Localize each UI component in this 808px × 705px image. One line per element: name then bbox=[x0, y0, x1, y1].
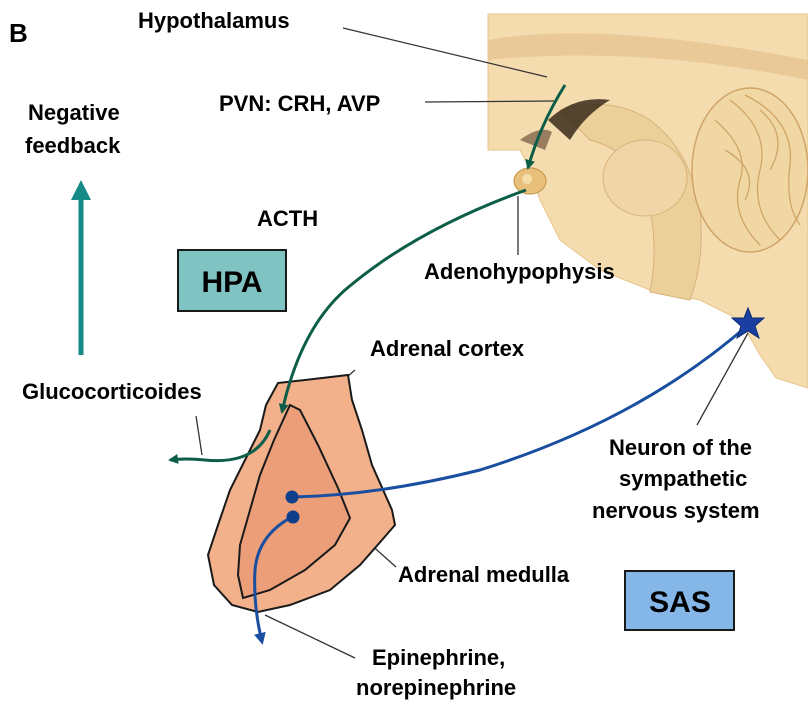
label-acth: ACTH bbox=[257, 206, 318, 231]
label-neuron-3: nervous system bbox=[592, 498, 760, 523]
label-neuron-2: sympathetic bbox=[619, 466, 747, 491]
label-adenohypophysis: Adenohypophysis bbox=[424, 259, 615, 284]
label-pvn: PVN: CRH, AVP bbox=[219, 91, 380, 116]
label-neuron-1: Neuron of the bbox=[609, 435, 752, 460]
hpa-box: HPA bbox=[178, 250, 286, 311]
sympathetic-synapse-1 bbox=[286, 491, 299, 504]
sympathetic-synapse-2 bbox=[287, 511, 300, 524]
label-hypothalamus: Hypothalamus bbox=[138, 8, 290, 33]
brain-illustration bbox=[488, 14, 808, 388]
label-negative-feedback-2: feedback bbox=[25, 133, 121, 158]
label-epinephrine-2: norepinephrine bbox=[356, 675, 516, 700]
hpa-box-label: HPA bbox=[201, 266, 262, 299]
adrenal-gland bbox=[208, 375, 395, 612]
label-negative-feedback-1: Negative bbox=[28, 100, 120, 125]
label-adrenal-cortex: Adrenal cortex bbox=[370, 336, 525, 361]
label-adrenal-medulla: Adrenal medulla bbox=[398, 562, 570, 587]
sas-box-label: SAS bbox=[649, 586, 711, 619]
panel-letter: B bbox=[9, 18, 28, 48]
label-epinephrine-1: Epinephrine, bbox=[372, 645, 505, 670]
sas-box: SAS bbox=[625, 571, 734, 630]
label-glucocorticoides: Glucocorticoides bbox=[22, 379, 202, 404]
